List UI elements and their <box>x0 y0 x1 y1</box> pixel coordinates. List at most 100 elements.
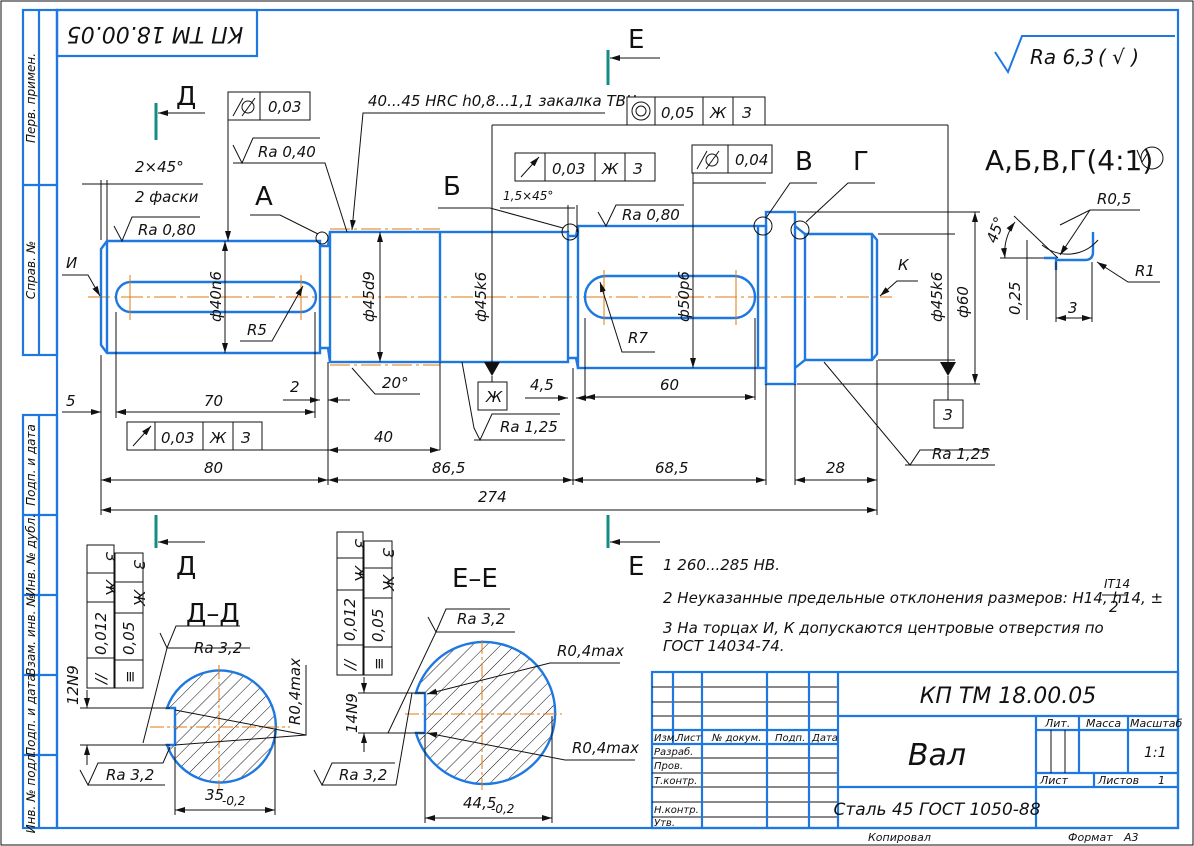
section-size-tolerance: -0,2 <box>491 802 514 816</box>
cylindricity-icon <box>696 150 720 170</box>
dim-4-5: 4,5 <box>530 376 554 394</box>
frame-base: З <box>102 552 120 562</box>
dim-274: 274 <box>478 488 507 506</box>
dim-68-5: 68,5 <box>655 459 688 477</box>
rotation-icon <box>1140 146 1164 170</box>
roughness-ra080: Ra 0,80 <box>138 221 196 239</box>
keyway-2 <box>583 274 757 320</box>
tolerance-frame-coaxiality: 0,05 Ж З <box>492 96 948 126</box>
role-label: Н.контр. <box>654 805 699 816</box>
section-title: Д–Д <box>186 599 240 629</box>
roughness-ra125: Ra 1,25 <box>932 445 990 463</box>
angle-20: 20° <box>382 374 409 392</box>
title-block: Изм. Лист № докум. Подп. Дата Разраб. Пр… <box>650 670 1182 844</box>
label-b: Б <box>443 172 461 202</box>
view-labels: А Б В Г И К <box>62 147 918 297</box>
roughness-ra32: Ra 3,2 <box>106 766 154 784</box>
frame-base: Ж <box>379 574 397 592</box>
keyway-1 <box>114 280 318 314</box>
frame-base: Ж <box>209 429 227 447</box>
fillet-radius: R0,4max <box>572 739 639 757</box>
frame-base: Ж <box>601 160 619 178</box>
header-sign: Подп. <box>775 733 805 744</box>
sheets-label: Листов <box>1097 774 1139 787</box>
annotations: 40...45 HRC h0,8...1,1 закалка ТВЧ 2×45°… <box>82 92 995 466</box>
frame-value: 0,012 <box>92 612 110 655</box>
frame-value: 0,04 <box>735 151 768 169</box>
diameter-label: ф40n6 <box>207 271 225 322</box>
mass-label: Масса <box>1086 717 1121 730</box>
section-dd: Д–Д З Ж 0,012 // З Ж 0,05 ≡ 12N9 Ra 3,2 … <box>64 544 307 815</box>
side-strip: Перв. примен. Справ. № Подп. и дата Инв.… <box>21 8 59 834</box>
format-label: Формат <box>1068 831 1113 844</box>
datum-z: З <box>943 406 953 424</box>
section-letter: Е <box>628 552 644 582</box>
dim-40: 40 <box>374 428 393 446</box>
section-marker-d-top: Д <box>154 82 205 140</box>
diameter-label: ф50p6 <box>675 271 693 322</box>
technical-notes: 1 260...285 HB. 2 Неуказанные предельные… <box>663 556 1163 655</box>
side-strip-label: Взам. инв. № <box>24 594 38 675</box>
dim-70: 70 <box>204 392 223 410</box>
side-strip-label: Инв. № подл. <box>24 751 38 834</box>
sheets-count: 1 <box>1158 774 1165 787</box>
frame-base: Ж <box>130 589 148 607</box>
section-marker-e-bottom: Е <box>606 515 660 582</box>
chamfer-note: 2 фаски <box>135 188 199 206</box>
side-strip-label: Инв. № дубл. <box>24 514 38 596</box>
radius-r7: R7 <box>628 329 648 347</box>
fillet-radius: R0,4max <box>286 658 304 725</box>
frame-base: З <box>379 548 397 558</box>
frame-base: З <box>351 539 369 549</box>
note-3: 3 На торцах И, К допускаются центровые о… <box>663 619 1104 637</box>
radius-r5: R5 <box>247 321 267 339</box>
detail-r05: R0,5 <box>1097 190 1131 208</box>
label-g: Г <box>853 147 869 177</box>
dim-60: 60 <box>660 376 679 394</box>
roughness-ra125: Ra 1,25 <box>500 418 558 436</box>
tolerance-frame-cylindricity-1: 0,03 <box>225 91 311 241</box>
datums: Ж З <box>477 362 964 429</box>
side-strip-label: Подп. и дата <box>24 674 38 756</box>
frame-value: 0,05 <box>661 104 694 122</box>
cylindricity-icon <box>232 97 256 117</box>
dim-28: 28 <box>826 459 845 477</box>
section-ee: Е–Е З Ж 0,012 // З Ж 0,05 ≡ 14N9 Ra 3,2 … <box>313 531 639 823</box>
frame-base: З <box>241 429 251 447</box>
note-2-fraction-numerator: IT14 <box>1104 577 1130 591</box>
label-a: А <box>255 182 273 212</box>
document-code: КП ТМ 18.00.05 <box>920 684 1097 709</box>
note-1: 1 260...285 HB. <box>663 556 780 574</box>
section-letter: Д <box>176 552 196 582</box>
general-roughness: Ra 6,3 ( √ ) <box>994 35 1175 75</box>
label-i: И <box>66 254 77 272</box>
diameter-label: ф45k6 <box>472 272 490 322</box>
shaft-main-view <box>88 210 892 386</box>
dim-2: 2 <box>290 378 300 396</box>
concentricity-icon <box>631 101 651 121</box>
tolerance-frame-runout-mid: 0,03 Ж З <box>514 152 656 182</box>
side-strip-label: Подп. и дата <box>24 424 38 506</box>
frame-value: 0,03 <box>161 429 194 447</box>
note-2-fraction-denominator: 2 <box>1109 598 1119 616</box>
header-izm: Изм. <box>654 733 678 744</box>
roughness-ra32: Ra 3,2 <box>457 610 505 628</box>
note-3-cont: ГОСТ 14034-74. <box>663 637 785 655</box>
header-doc: № докум. <box>711 733 761 744</box>
frame-base: Ж <box>709 104 727 122</box>
detail-view: А,Б,В,Г(4:1) R0,5 R1 45° 0,25 3 <box>983 144 1164 322</box>
section-marker-d-bottom: Д <box>154 515 205 582</box>
symmetry-icon: ≡ <box>370 657 388 670</box>
tolerance-frame-runout-bottom: 0,03 Ж З <box>126 421 328 451</box>
lit-label: Лит. <box>1044 717 1070 730</box>
section-letter: Д <box>176 82 196 112</box>
hardening-note: 40...45 HRC h0,8...1,1 закалка ТВЧ <box>368 92 636 110</box>
keyway-width: 12N9 <box>64 665 82 705</box>
stamp-code: КП ТМ 18.00.05 <box>67 21 244 46</box>
dim-5: 5 <box>66 392 76 410</box>
section-size: 35 <box>205 786 224 804</box>
datum-zh: Ж <box>485 388 503 406</box>
part-name: Вал <box>908 738 966 773</box>
